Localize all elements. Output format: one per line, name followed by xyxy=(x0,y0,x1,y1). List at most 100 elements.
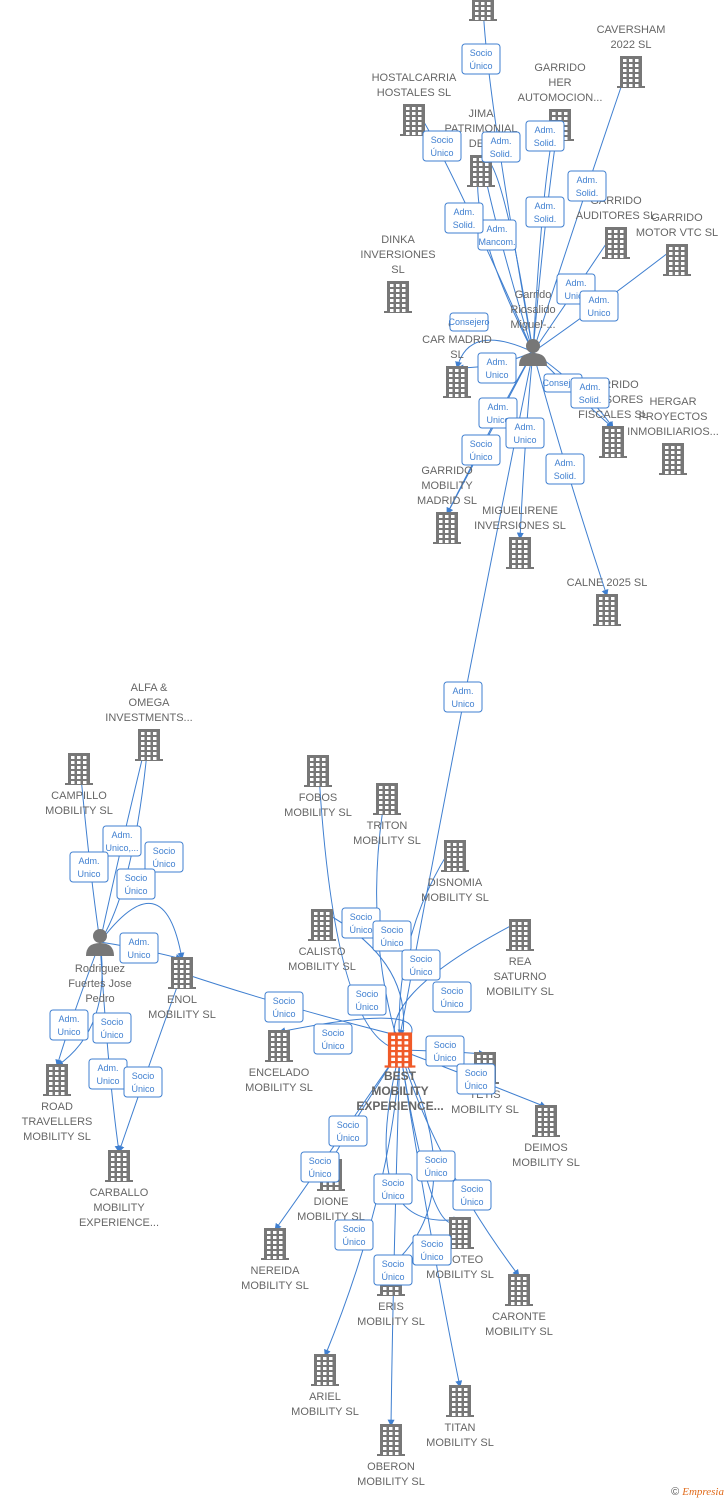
badge-text: Adm. xyxy=(588,295,609,305)
relation-badge[interactable]: Adm.Unico xyxy=(69,851,109,883)
relation-badge[interactable]: Adm.Unico,... xyxy=(102,825,142,857)
relation-badge[interactable]: Adm.Solid. xyxy=(525,196,565,228)
badge-box xyxy=(401,949,441,981)
node-label: SL xyxy=(391,264,404,276)
relation-badge[interactable]: Adm.Unico xyxy=(49,1009,89,1041)
node-hergar[interactable]: HERGARPROYECTOSINMOBILIARIOS... xyxy=(627,396,719,475)
relation-badge[interactable]: Adm.Unico xyxy=(477,352,517,384)
relation-badge[interactable]: Consejero xyxy=(448,312,490,332)
node-label: GARRIDO xyxy=(651,212,703,224)
relation-badge[interactable]: Adm.Solid. xyxy=(570,377,610,409)
relation-badge[interactable]: Adm.Solid. xyxy=(481,131,521,163)
badge-text: Único xyxy=(100,1030,123,1040)
badge-box xyxy=(313,1023,353,1055)
building-icon xyxy=(373,783,401,815)
relation-badge[interactable]: Adm.Solid. xyxy=(525,120,565,152)
badge-box xyxy=(300,1151,340,1183)
relation-badge[interactable]: Adm.Unico xyxy=(443,681,483,713)
node-label: MOBILITY SL xyxy=(426,1437,494,1449)
node-label: TRAVELLERS xyxy=(22,1116,93,1128)
relation-badge[interactable]: Adm.Solid. xyxy=(444,202,484,234)
node-miguel[interactable]: GarridoRiosalidoMiguel-... xyxy=(510,289,556,366)
node-calne[interactable]: CALNE 2025 SL xyxy=(567,577,648,626)
brand-name[interactable]: Empresia xyxy=(682,1486,724,1498)
relation-badge[interactable]: Adm.Solid. xyxy=(567,170,607,202)
relation-badge[interactable]: Adm.Mancom. xyxy=(477,219,517,251)
badge-text: Unico xyxy=(77,869,100,879)
relation-badge[interactable]: Adm.Solid. xyxy=(545,453,585,485)
node-label: MOBILITY xyxy=(371,1084,428,1098)
relation-badge[interactable]: Adm.Unico xyxy=(579,290,619,322)
relation-badge[interactable]: Adm.Unico xyxy=(88,1058,128,1090)
badge-box xyxy=(123,1066,163,1098)
node-best[interactable]: BESTMOBILITYEXPERIENCE... xyxy=(356,1032,444,1113)
building-icon xyxy=(261,1228,289,1260)
relation-badge[interactable]: Adm.Unico xyxy=(505,417,545,449)
building-icon xyxy=(602,227,630,259)
badge-text: Adm. xyxy=(453,207,474,217)
relation-edge xyxy=(314,756,401,1051)
badge-text: Único xyxy=(460,1197,483,1207)
relation-edge xyxy=(399,1049,463,1388)
node-label: INMOBILIARIOS... xyxy=(627,426,719,438)
node-top1[interactable] xyxy=(469,0,497,21)
badge-box xyxy=(461,434,501,466)
badge-text: Socio xyxy=(434,1040,457,1050)
badge-text: Único xyxy=(409,967,432,977)
node-alfa[interactable]: ALFA &OMEGAINVESTMENTS... xyxy=(105,682,193,761)
badge-box xyxy=(334,1219,374,1251)
badge-box xyxy=(119,932,159,964)
node-carballo[interactable]: CARBALLOMOBILITYEXPERIENCE... xyxy=(79,1150,159,1229)
badge-text: Único xyxy=(308,1169,331,1179)
building-icon xyxy=(43,1064,71,1096)
badge-text: Solid. xyxy=(554,471,577,481)
badge-box xyxy=(443,681,483,713)
relation-badge[interactable]: Adm.Unico xyxy=(119,932,159,964)
